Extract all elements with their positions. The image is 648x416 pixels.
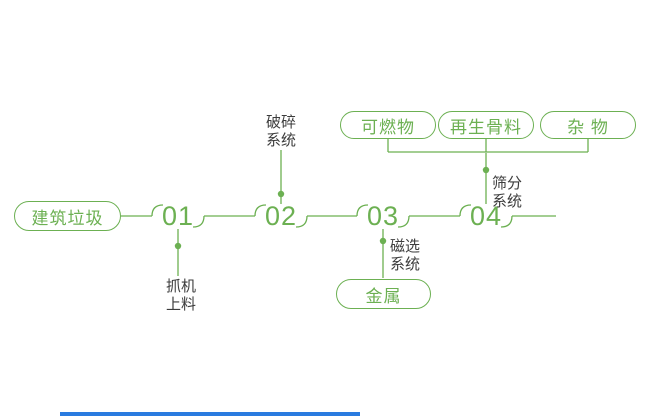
label-screening-system: 筛分 系统: [492, 175, 523, 210]
output-pill-miscellaneous: 杂 物: [540, 111, 636, 139]
source-pill-construction-waste: 建筑垃圾: [14, 201, 121, 231]
bottom-accent-bar: [60, 412, 360, 416]
output-pill-recycled-aggregate: 再生骨料: [438, 111, 534, 139]
label-magnetic-separation-system: 磁选 系统: [390, 238, 421, 273]
dot-step02: [277, 190, 285, 198]
dot-step03: [379, 237, 387, 245]
step-number-02: 02: [264, 201, 298, 231]
label-crushing-system: 破碎 系统: [265, 114, 296, 149]
step-number-03: 03: [366, 201, 400, 231]
label-grab-loading: 抓机 上料: [165, 278, 196, 313]
step-number-04: 04: [469, 201, 503, 231]
connector-dots: [174, 166, 490, 250]
dot-step04: [482, 166, 490, 174]
main-flow-line: [121, 204, 556, 228]
step-number-01: 01: [161, 201, 195, 231]
dot-step01: [174, 242, 182, 250]
output-pill-metal: 金属: [336, 279, 431, 309]
output-pill-combustibles: 可燃物: [340, 111, 436, 139]
